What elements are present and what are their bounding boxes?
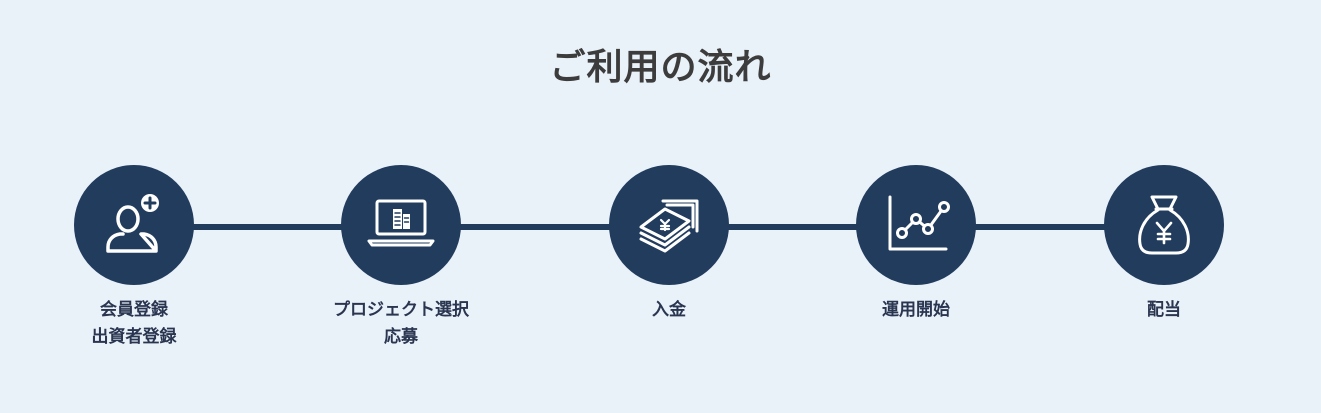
laptop-building-icon <box>367 199 435 247</box>
step-label-line: 会員登録 <box>100 300 168 320</box>
step-label-line: 出資者登録 <box>91 327 177 347</box>
step-label: 入金 <box>652 297 686 324</box>
step-label: 配当 <box>1147 297 1181 324</box>
line-chart-icon <box>888 195 950 251</box>
step-label: 運用開始 <box>882 297 950 324</box>
atm-yen-icon <box>639 199 699 253</box>
step-icon-circle <box>856 165 976 285</box>
step-label-line: 配当 <box>1147 300 1181 320</box>
flow-step-project-selection: プロジェクト選択 応募 <box>281 165 521 351</box>
flow-step-dividend: 配当 <box>1044 165 1284 324</box>
flow-step-member-registration: 会員登録 出資者登録 <box>14 165 254 351</box>
flow-step-operation-start: 運用開始 <box>796 165 1036 324</box>
step-label: プロジェクト選択 応募 <box>333 297 469 351</box>
step-icon-circle <box>341 165 461 285</box>
step-label-line: 応募 <box>384 327 418 347</box>
section-title: ご利用の流れ <box>549 47 772 88</box>
step-label-line: 運用開始 <box>882 300 950 320</box>
step-icon-circle <box>1104 165 1224 285</box>
step-label-line: 入金 <box>652 300 686 320</box>
yen-money-bag-icon <box>1138 195 1190 255</box>
step-label: 会員登録 出資者登録 <box>92 297 177 351</box>
step-label-line: プロジェクト選択 <box>333 300 469 320</box>
user-add-icon <box>106 194 159 253</box>
step-icon-circle <box>74 165 194 285</box>
flow-step-deposit: 入金 <box>549 165 789 324</box>
step-icon-circle <box>609 165 729 285</box>
